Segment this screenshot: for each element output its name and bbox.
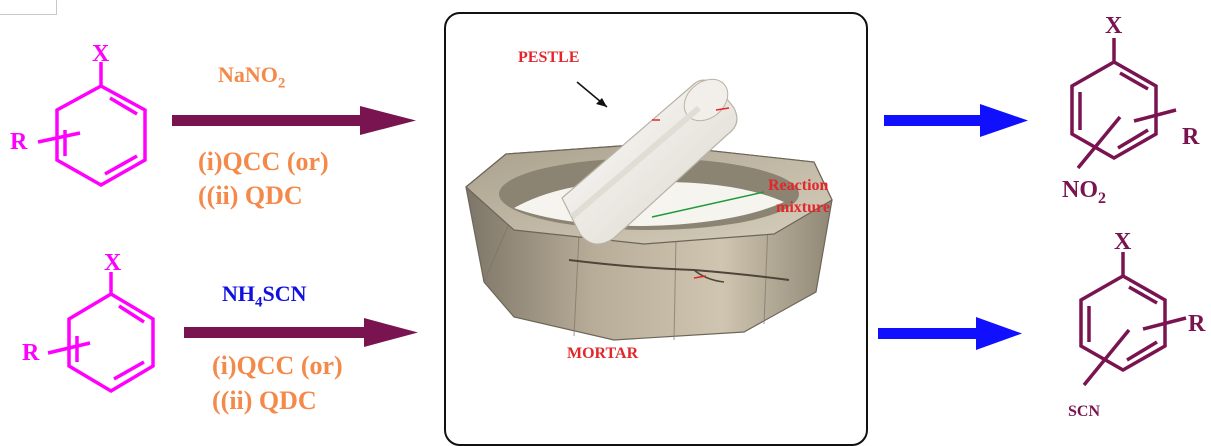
bottom-product-scn-label: SCN [1068,404,1100,420]
bottom-product-r-label: R [1188,312,1205,336]
bottom-product-x-label: X [1114,230,1131,254]
bottom-product-benzene-ring [0,0,1211,427]
